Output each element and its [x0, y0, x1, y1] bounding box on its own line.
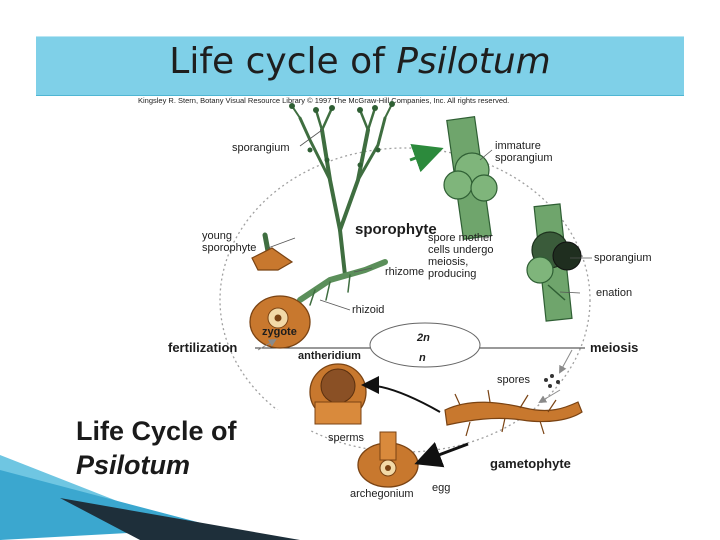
inset-title-line2: Psilotum: [76, 450, 191, 480]
label-young-sporophyte: young sporophyte: [202, 230, 257, 254]
label-zygote: zygote: [262, 326, 297, 338]
arrow-gametophyte-to-antheridium: [361, 376, 441, 413]
label-antheridium: antheridium: [298, 350, 361, 362]
label-sperms: sperms: [328, 432, 365, 444]
label-n: n: [419, 352, 426, 364]
mature-sporangium-drawing: [526, 203, 582, 322]
ploidy-oval: [369, 322, 481, 368]
title-main: Life cycle of: [169, 41, 385, 82]
label-immature-sporangium: immature sporangium: [495, 140, 553, 164]
title-italic: Psilotum: [396, 41, 551, 82]
zygote-drawing: [249, 295, 311, 349]
gametophyte-drawing: [444, 389, 583, 437]
arrow-fertilization: [257, 338, 277, 351]
archegonium-drawing: [357, 431, 419, 488]
immature-sporangium-drawing: [443, 115, 498, 241]
label-spores: spores: [497, 374, 531, 386]
label-rhizoid: rhizoid: [352, 304, 385, 316]
label-rhizome: rhizome: [385, 266, 425, 278]
inset-title-line1: Life Cycle of: [76, 416, 237, 446]
label-enation: enation: [596, 287, 633, 299]
sporangia-dots: [289, 101, 395, 168]
sporophyte-plant: [291, 103, 393, 306]
leader-lines: [267, 129, 592, 311]
label-egg: egg: [432, 482, 451, 494]
spore-dots: [544, 374, 560, 388]
label-gametophyte: gametophyte: [490, 456, 571, 471]
credit-line: Kingsley R. Stern, Botany Visual Resourc…: [138, 96, 510, 105]
young-sporophyte-drawing: [251, 232, 294, 271]
label-meiosis: meiosis: [590, 340, 639, 355]
label-archegonium: archegonium: [350, 488, 414, 500]
antheridium-drawing: [309, 363, 367, 425]
arrow-sporophyte-to-immature: [409, 143, 444, 173]
label-fertilization: fertilization: [168, 340, 238, 355]
slide-title: Life cycle of Psilotum: [36, 41, 684, 82]
label-sporophyte: sporophyte: [355, 221, 437, 238]
inset-title-box: Life Cycle of Psilotum: [64, 410, 310, 502]
arrow-meiosis-to-spores: [559, 349, 573, 374]
label-sporangium-top: sporangium: [232, 142, 290, 154]
title-bar: Life cycle of Psilotum: [36, 36, 684, 96]
arrow-spores-to-gametophyte: [538, 389, 561, 404]
label-spore-mother-cells: spore mother cells undergo meiosis, prod…: [428, 232, 494, 280]
label-2n: 2n: [417, 332, 430, 344]
label-sporangium-right: sporangium: [594, 252, 652, 264]
arrow-gametophyte-to-archegonium: [414, 441, 469, 468]
